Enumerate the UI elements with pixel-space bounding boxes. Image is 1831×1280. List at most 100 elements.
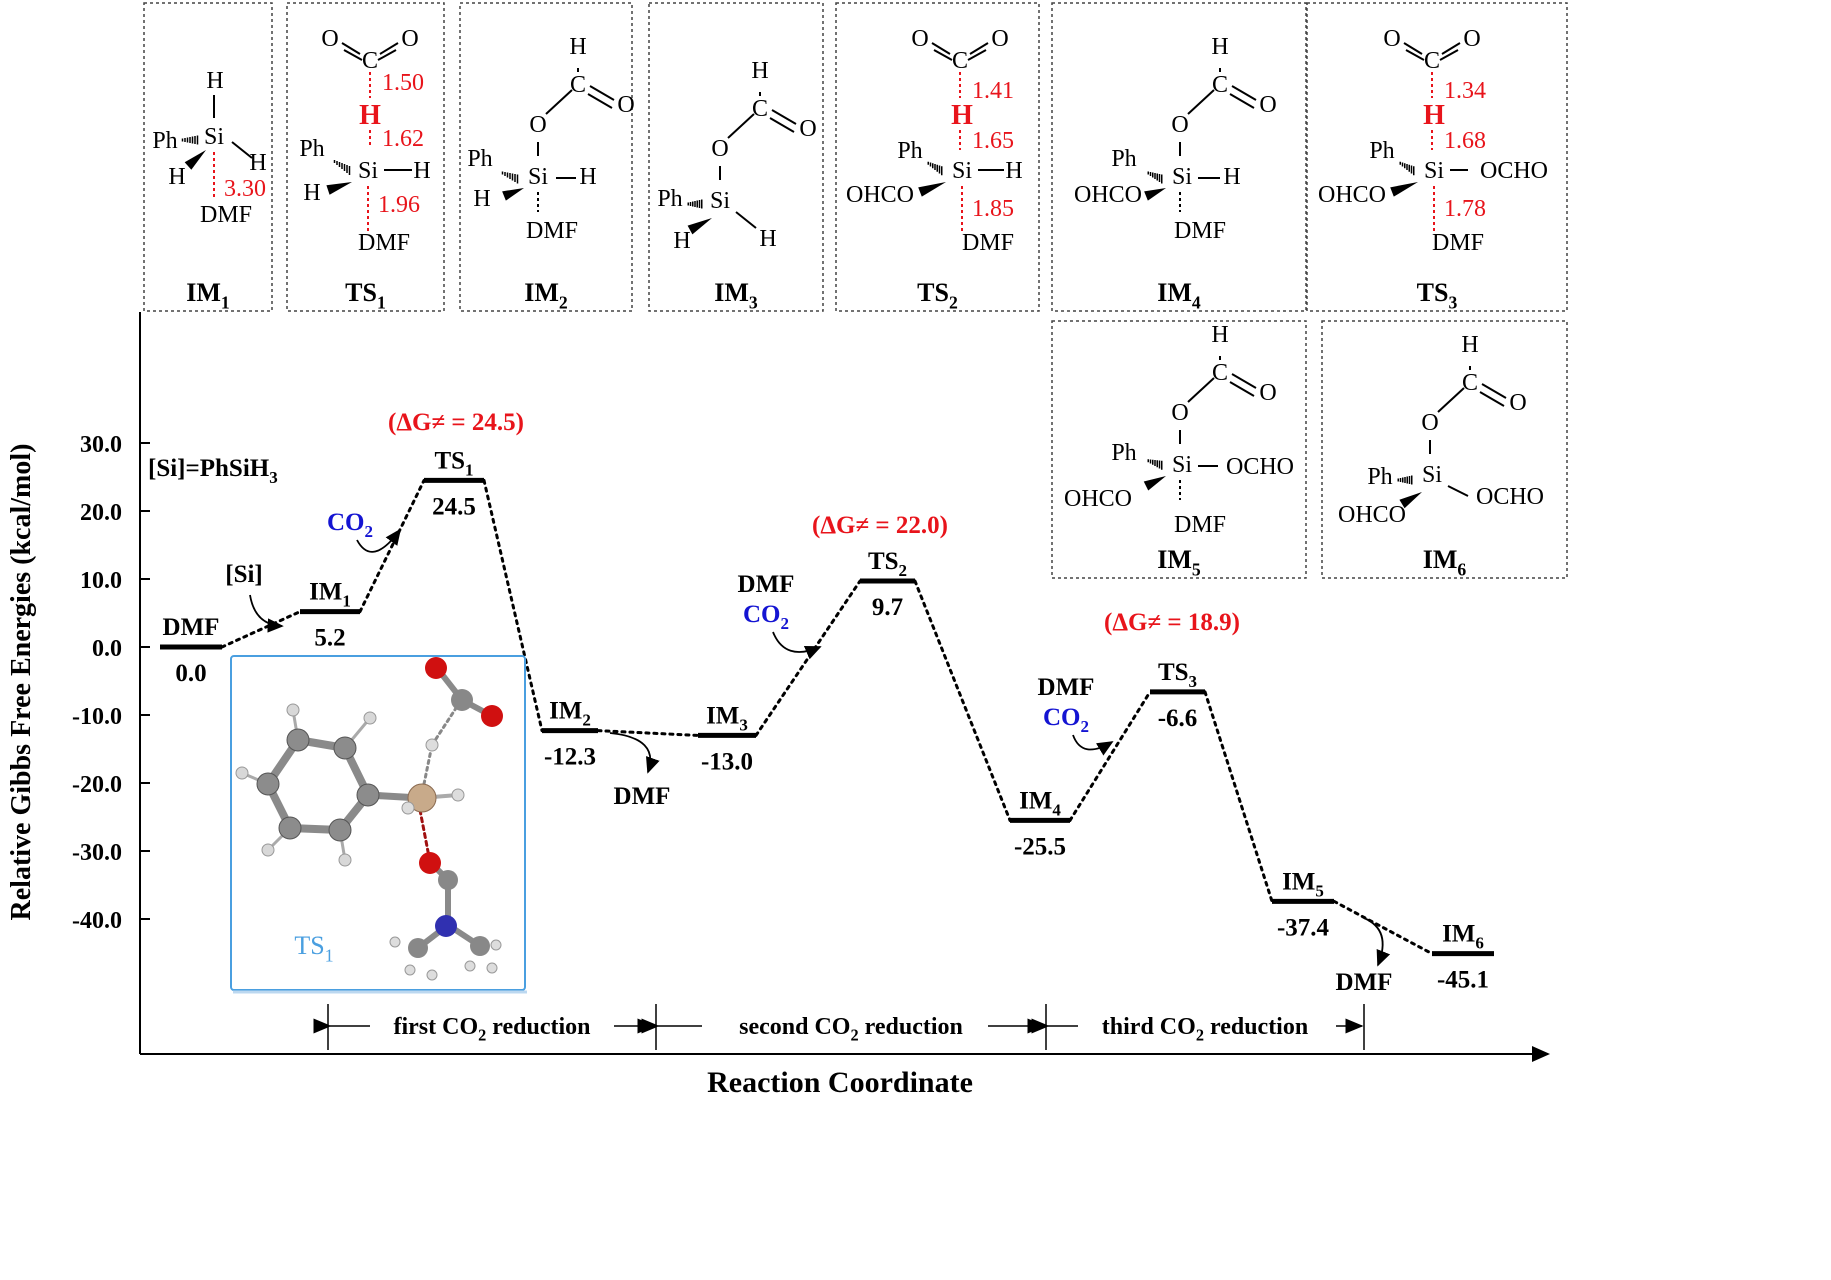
state-value: -37.4 (1277, 914, 1330, 941)
atom-symbol: H (579, 164, 596, 190)
barrier-label: (ΔG≠ = 24.5) (388, 409, 524, 436)
atom (404, 964, 416, 976)
atom-symbol: O (1463, 26, 1480, 52)
atom-symbol: H (759, 226, 776, 252)
state-name: IM5 (1282, 868, 1324, 900)
atom-symbol: H (413, 158, 430, 184)
atom-symbol: H (751, 58, 768, 84)
atom-symbol: Ph (467, 146, 492, 172)
co2-annotation: CO2 (1043, 704, 1089, 736)
atom-symbol: C (1212, 360, 1228, 386)
structure-label: IM3 (714, 278, 758, 312)
struct-bond (967, 49, 987, 61)
atom-symbol: OHCO (1074, 182, 1142, 208)
wedge-bond (687, 218, 712, 235)
atom (286, 728, 310, 752)
atom (401, 801, 415, 815)
atom (425, 738, 439, 752)
struct-bond (1231, 85, 1257, 101)
atom-symbol: H (673, 228, 690, 254)
atom-symbol: O (1259, 380, 1276, 406)
atom-symbol: DMF (1432, 230, 1484, 256)
atom-symbol: Si (952, 158, 972, 184)
structure-panel (286, 2, 445, 312)
struct-bond (377, 49, 397, 61)
atom-symbol: Ph (299, 136, 324, 162)
atom-symbol: C (1424, 48, 1440, 74)
atom (419, 852, 441, 874)
atom (261, 843, 275, 857)
state-name: IM1 (309, 579, 351, 611)
atom (328, 818, 352, 842)
atom-symbol: O (1259, 92, 1276, 118)
atom (451, 788, 465, 802)
atom (256, 772, 280, 796)
y-tick-label: 30.0 (80, 432, 122, 458)
y-tick-label: -30.0 (72, 840, 122, 866)
atom-symbol: O (991, 26, 1008, 52)
atom-symbol: OHCO (1064, 486, 1132, 512)
struct-bond (1229, 93, 1255, 109)
atom (333, 736, 357, 760)
atom (235, 766, 249, 780)
atom-symbol: Si (528, 164, 548, 190)
struct-bond (587, 93, 613, 109)
atom (481, 705, 503, 727)
struct-bond (545, 89, 573, 115)
atom-symbol: C (1212, 72, 1228, 98)
structure-panel (648, 2, 824, 312)
atom-symbol: Ph (1369, 138, 1394, 164)
struct-bond (231, 141, 253, 159)
state-value: 5.2 (314, 625, 345, 652)
atom-symbol: OCHO (1226, 454, 1294, 480)
structure-panel (1306, 2, 1568, 312)
atom (389, 936, 401, 948)
atom-symbol: H (1223, 164, 1240, 190)
atom-symbol: Ph (1111, 146, 1136, 172)
state-name: TS3 (1158, 659, 1197, 691)
atom-symbol: H (1423, 100, 1445, 131)
stage-label: second CO2 reduction (739, 1014, 963, 1045)
atom (407, 783, 437, 813)
state-value: -13.0 (701, 748, 753, 775)
bond-distance: 1.34 (1444, 78, 1486, 104)
state-name: IM4 (1019, 787, 1061, 819)
atom (356, 783, 380, 807)
state-value: -25.5 (1014, 833, 1066, 860)
atom-symbol: O (401, 26, 418, 52)
struct-bond (735, 211, 757, 229)
atom-symbol: Si (710, 188, 730, 214)
structure-label: IM6 (1423, 545, 1467, 579)
atom-symbol: DMF (962, 230, 1014, 256)
atom-symbol: DMF (358, 230, 410, 256)
struct-bond (771, 109, 797, 125)
bond-distance: 1.41 (972, 78, 1014, 104)
profile-connector (754, 579, 862, 737)
struct-bond (1187, 89, 1215, 115)
bond-distance: 1.78 (1444, 196, 1486, 222)
struct-bond (931, 42, 951, 55)
bond-distance: 1.96 (378, 192, 420, 218)
structure-label: IM5 (1157, 545, 1201, 579)
structure-label: TS3 (1417, 278, 1458, 312)
atom-symbol: H (1211, 322, 1228, 348)
co2-annotation: CO2 (743, 601, 789, 633)
profile-connector (358, 478, 426, 614)
si-annotation: [Si] (225, 561, 263, 588)
atom-symbol: C (952, 48, 968, 74)
structure-label: TS1 (345, 278, 386, 312)
state-value: -6.6 (1158, 705, 1198, 732)
y-axis-label: Relative Gibbs Free Energies (kcal/mol) (6, 444, 37, 921)
co2-annotation: CO2 (327, 509, 373, 541)
structure-label: IM4 (1157, 278, 1201, 312)
atom (278, 816, 302, 840)
bond (430, 703, 460, 747)
y-tick-label: -40.0 (72, 908, 122, 934)
curved-arrow (609, 732, 660, 774)
atom-symbol: OHCO (1318, 182, 1386, 208)
atom (470, 936, 490, 956)
wedge-bond (1144, 188, 1166, 201)
atom-symbol: Si (1172, 164, 1192, 190)
